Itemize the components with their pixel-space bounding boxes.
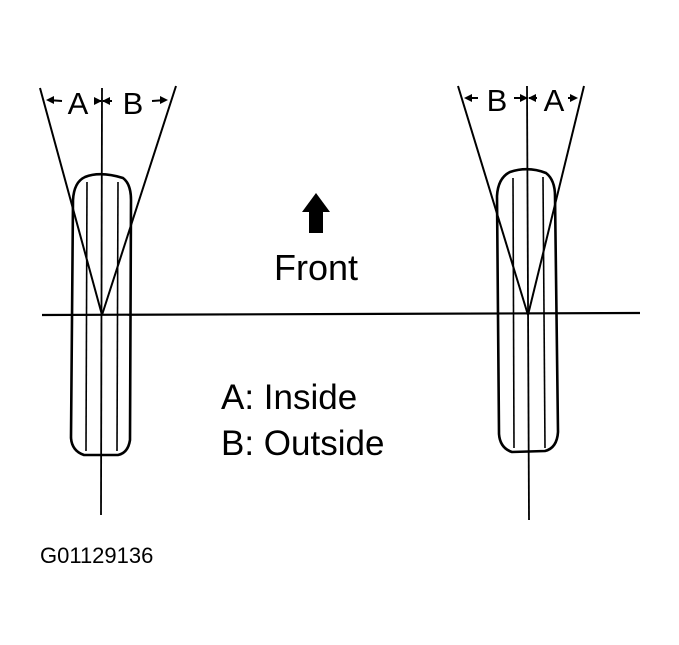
left-tire	[69, 172, 133, 457]
right-tire-tread-line	[512, 177, 515, 449]
left-arrowhead	[94, 97, 102, 105]
left-arrowhead	[160, 96, 168, 104]
left-angle-line-b	[101, 85, 177, 316]
left-tire-tread-line	[85, 181, 88, 452]
right-arrowhead	[528, 94, 536, 102]
right-tire	[495, 167, 560, 454]
left-label-b: B	[123, 86, 144, 121]
right-tire-tread-line	[542, 176, 546, 449]
right-arrowhead	[570, 94, 578, 102]
right-arrowhead	[464, 94, 472, 102]
right-centerline	[526, 85, 530, 521]
legend-outside: B: Outside	[221, 424, 384, 463]
up-arrow-icon	[302, 193, 330, 233]
legend-inside: A: Inside	[221, 378, 357, 417]
left-tire-tread-line	[116, 181, 119, 452]
left-label-a: A	[68, 86, 89, 121]
axle-line	[41, 311, 641, 317]
left-centerline	[100, 87, 103, 516]
right-arrowhead	[520, 94, 528, 102]
right-wheel-group: B A	[457, 83, 585, 521]
figure-code: G01129136	[40, 543, 153, 568]
right-angle-line-a	[527, 85, 585, 316]
left-arrowhead	[46, 96, 54, 104]
front-label: Front	[274, 247, 358, 288]
left-wheel-group: A B	[39, 85, 177, 516]
front-direction-indicator: Front	[274, 193, 358, 288]
right-angle-line-b	[457, 85, 529, 316]
right-label-b: B	[487, 83, 508, 118]
legend: A: Inside B: Outside	[221, 378, 384, 463]
left-arrowhead	[102, 97, 110, 105]
right-label-a: A	[544, 83, 565, 118]
left-angle-line-a	[39, 87, 103, 316]
